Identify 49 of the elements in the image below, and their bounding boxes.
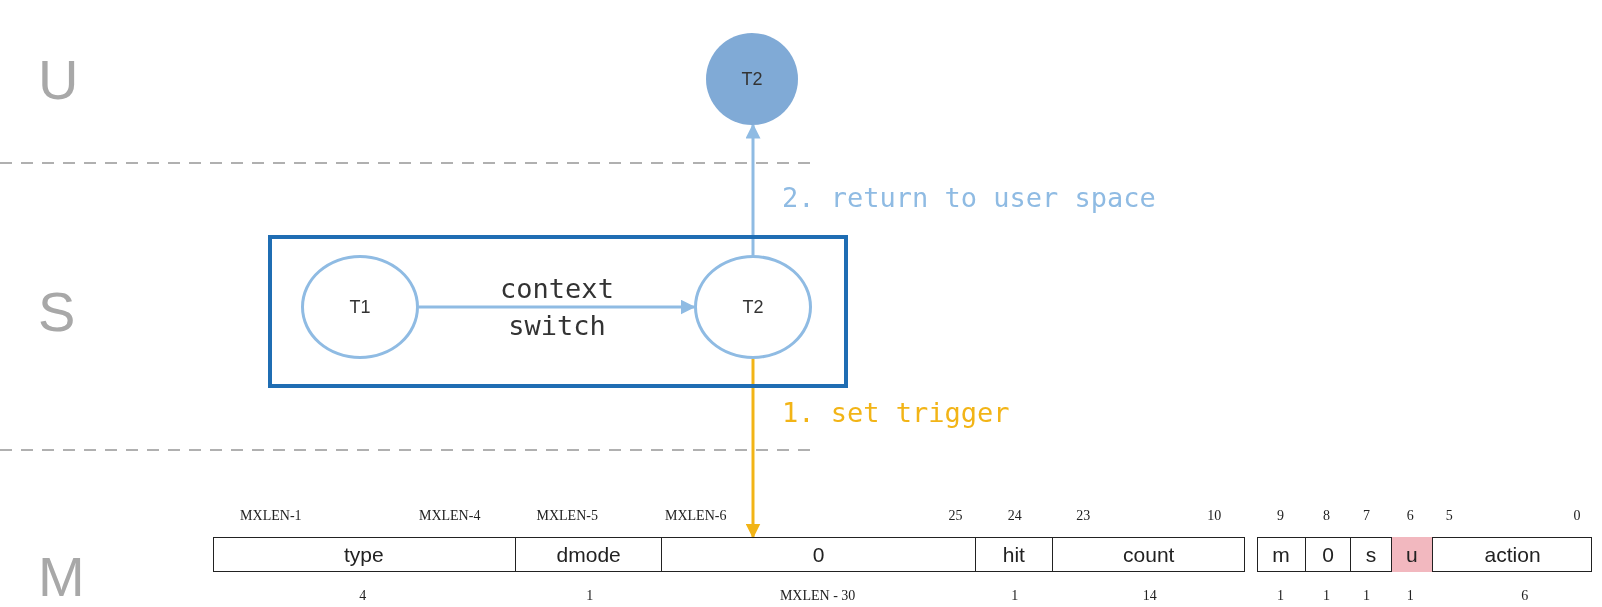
- field-width: 14: [1142, 588, 1157, 604]
- level-label: U: [38, 50, 79, 110]
- edge-label: 1. set trigger: [782, 397, 1010, 428]
- bit-number: 25: [948, 508, 963, 524]
- arrow: [419, 299, 696, 315]
- bit-number: 0: [1573, 508, 1581, 524]
- bit-number: 5: [1445, 508, 1453, 524]
- register-field: s: [1351, 537, 1392, 572]
- field-width: 1: [1011, 588, 1019, 604]
- field-width: MXLEN - 30: [779, 588, 856, 604]
- field-width: 1: [586, 588, 594, 604]
- bit-number: 23: [1076, 508, 1091, 524]
- register-field: type: [212, 537, 517, 572]
- level-label: M: [38, 547, 85, 607]
- bit-number: 7: [1362, 508, 1370, 524]
- register-field: 0: [1306, 537, 1352, 572]
- field-width: 1: [1323, 588, 1331, 604]
- field-width: 1: [1277, 588, 1285, 604]
- register-field: action: [1432, 537, 1593, 572]
- bit-number: 24: [1007, 508, 1022, 524]
- arrow: [745, 359, 761, 539]
- bit-number: 10: [1207, 508, 1222, 524]
- edge-label: context switch: [499, 272, 615, 343]
- register-field: 0: [662, 537, 976, 572]
- field-width: 6: [1521, 588, 1529, 604]
- bit-number: MXLEN-4: [418, 508, 481, 524]
- bit-number: 8: [1323, 508, 1331, 524]
- register-field: dmode: [516, 537, 663, 572]
- field-width: 1: [1362, 588, 1370, 604]
- field-width: 4: [359, 588, 367, 604]
- mode-frame: [268, 235, 848, 388]
- bit-number: 6: [1406, 508, 1414, 524]
- register-field: m: [1257, 537, 1307, 572]
- bit-number: MXLEN-6: [665, 508, 727, 524]
- edge-label: 2. return to user space: [782, 182, 1156, 213]
- field-width: 1: [1406, 588, 1414, 604]
- register-field: u: [1391, 537, 1433, 572]
- task-circle: T1: [301, 255, 419, 359]
- register-field: count: [1052, 537, 1245, 572]
- task-circle: T2: [694, 255, 812, 359]
- register-box: [1257, 537, 1592, 572]
- bit-number: 9: [1277, 508, 1285, 524]
- register-field: hit: [976, 537, 1053, 572]
- task-circle: T2: [706, 33, 798, 125]
- arrow: [745, 123, 761, 255]
- bit-number: MXLEN-5: [536, 508, 598, 524]
- bit-number: MXLEN-1: [240, 508, 302, 524]
- register-box: [213, 537, 1245, 572]
- level-label: S: [38, 282, 76, 342]
